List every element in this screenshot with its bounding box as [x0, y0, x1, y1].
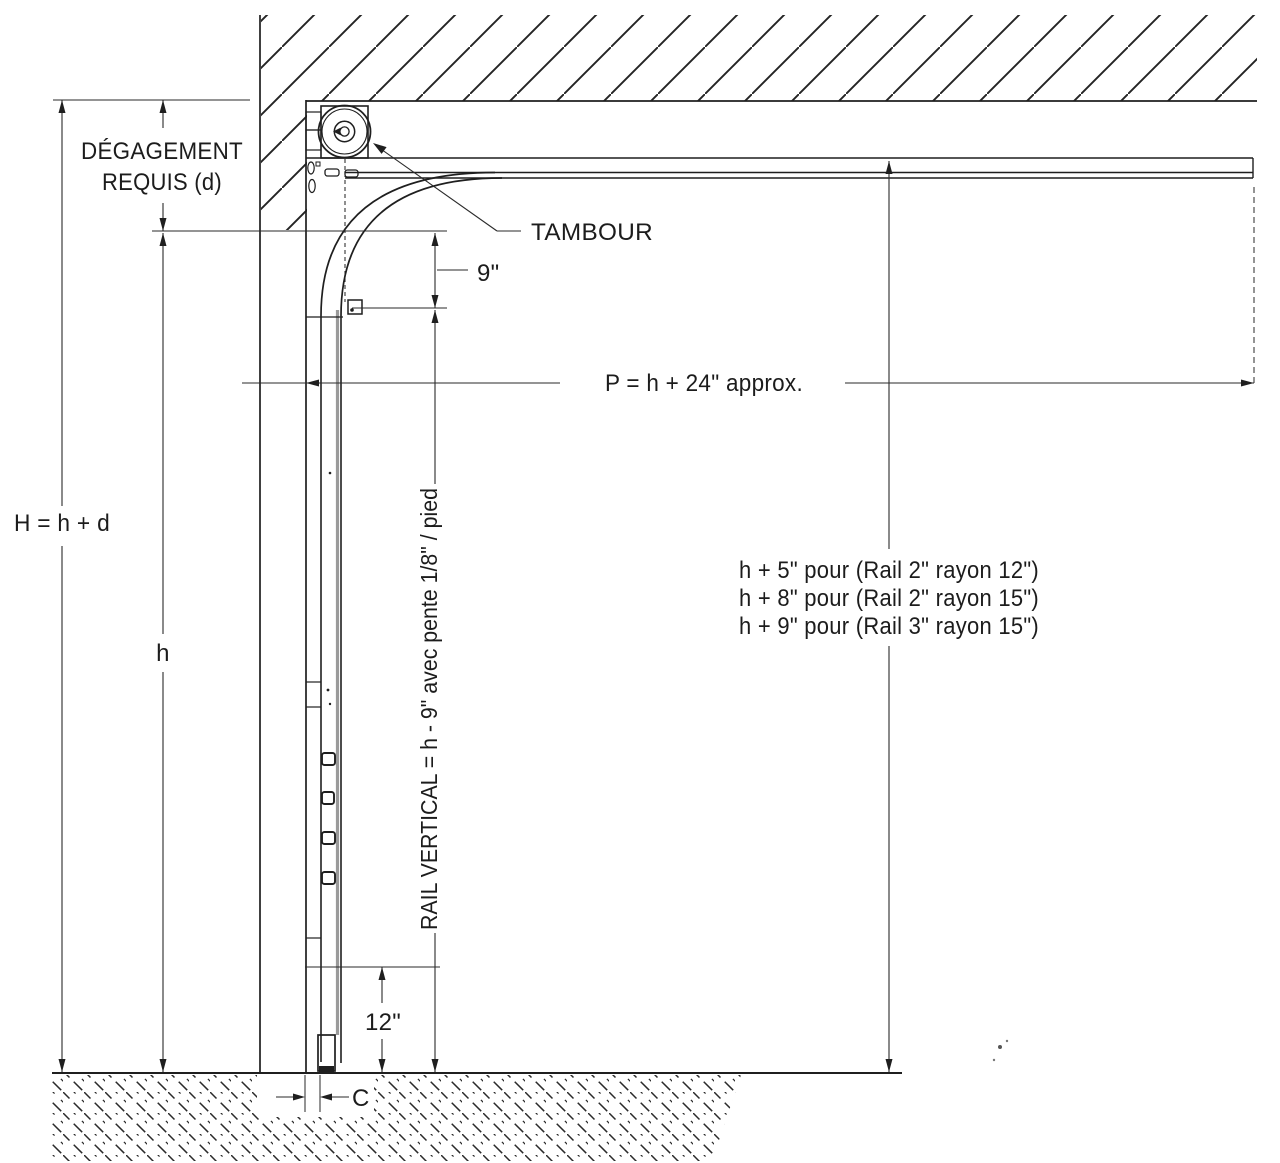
door-bottom-bracket [319, 1066, 334, 1072]
dimension-P: P = h + 24" approx. [242, 187, 1255, 397]
dim-h-label: h [156, 640, 170, 667]
dimension-rail-options: h + 5" pour (Rail 2" rayon 12") h + 8" p… [739, 161, 1039, 1072]
hinge-dot [328, 471, 332, 475]
door-roller [321, 831, 336, 845]
hinge-dot [328, 702, 332, 706]
ceiling-hatch [261, 15, 1257, 230]
drum-bracket [320, 105, 369, 159]
speck [1005, 1039, 1009, 1043]
rail-option-2: h + 8" pour (Rail 2" rayon 15") [739, 585, 1039, 612]
dim-9in-label: 9" [477, 260, 499, 287]
rail-option-1: h + 5" pour (Rail 2" rayon 12") [739, 557, 1039, 584]
drum-key-mark [333, 127, 341, 136]
drum-outer [317, 104, 372, 159]
bolt [344, 169, 359, 178]
door-roller [321, 752, 336, 766]
dimension-12in: 12" [305, 966, 440, 1072]
vertical-track-door [306, 299, 363, 1072]
lag-screw [308, 178, 316, 194]
dim-12in-label: 12" [365, 1009, 401, 1036]
dimension-d: DÉGAGEMENT REQUIS (d) [81, 100, 447, 232]
track-curve-outer [320, 171, 496, 317]
dim-H-label: H = h + d [14, 510, 110, 537]
door-roller [321, 791, 335, 805]
drum-shaft [339, 126, 350, 137]
tambour-label: TAMBOUR [531, 219, 653, 246]
tambour-callout: TAMBOUR [373, 143, 653, 246]
door-roller [321, 871, 336, 885]
lag-screw [307, 161, 315, 175]
floor-structure [52, 1039, 1009, 1161]
dim-P-label: P = h + 24" approx. [605, 370, 803, 397]
dim-C-label: C [352, 1085, 370, 1112]
top-roller [350, 308, 354, 312]
speck [998, 1045, 1002, 1049]
hinge-dot [326, 688, 330, 692]
floor-hatch [52, 1075, 741, 1161]
clearance-label-line1: DÉGAGEMENT [81, 138, 243, 165]
speck [992, 1058, 996, 1062]
track-curve-inner [340, 177, 503, 317]
rail-option-3: h + 9" pour (Rail 3" rayon 15") [739, 613, 1039, 640]
ceiling-structure [261, 15, 1257, 230]
dimension-rail-vertical: RAIL VERTICAL = h - 9" avec pente 1/8" /… [416, 310, 442, 1072]
wall-jamb [259, 15, 321, 1073]
leader-arrowhead [373, 143, 387, 154]
clearance-label-line2: REQUIS (d) [102, 169, 222, 196]
dimension-H: H = h + d [14, 99, 250, 1072]
dimension-C: C [276, 1075, 370, 1112]
dimension-9in: 9" [352, 233, 499, 309]
top-roller-bracket [347, 299, 363, 315]
dimension-h: h [156, 233, 170, 1072]
drum-assembly [305, 104, 372, 194]
horizontal-track [320, 157, 1254, 317]
bolt [315, 161, 321, 167]
rail-vertical-note: RAIL VERTICAL = h - 9" avec pente 1/8" /… [416, 488, 442, 930]
drum-rim [321, 108, 368, 155]
bolt [324, 168, 340, 177]
